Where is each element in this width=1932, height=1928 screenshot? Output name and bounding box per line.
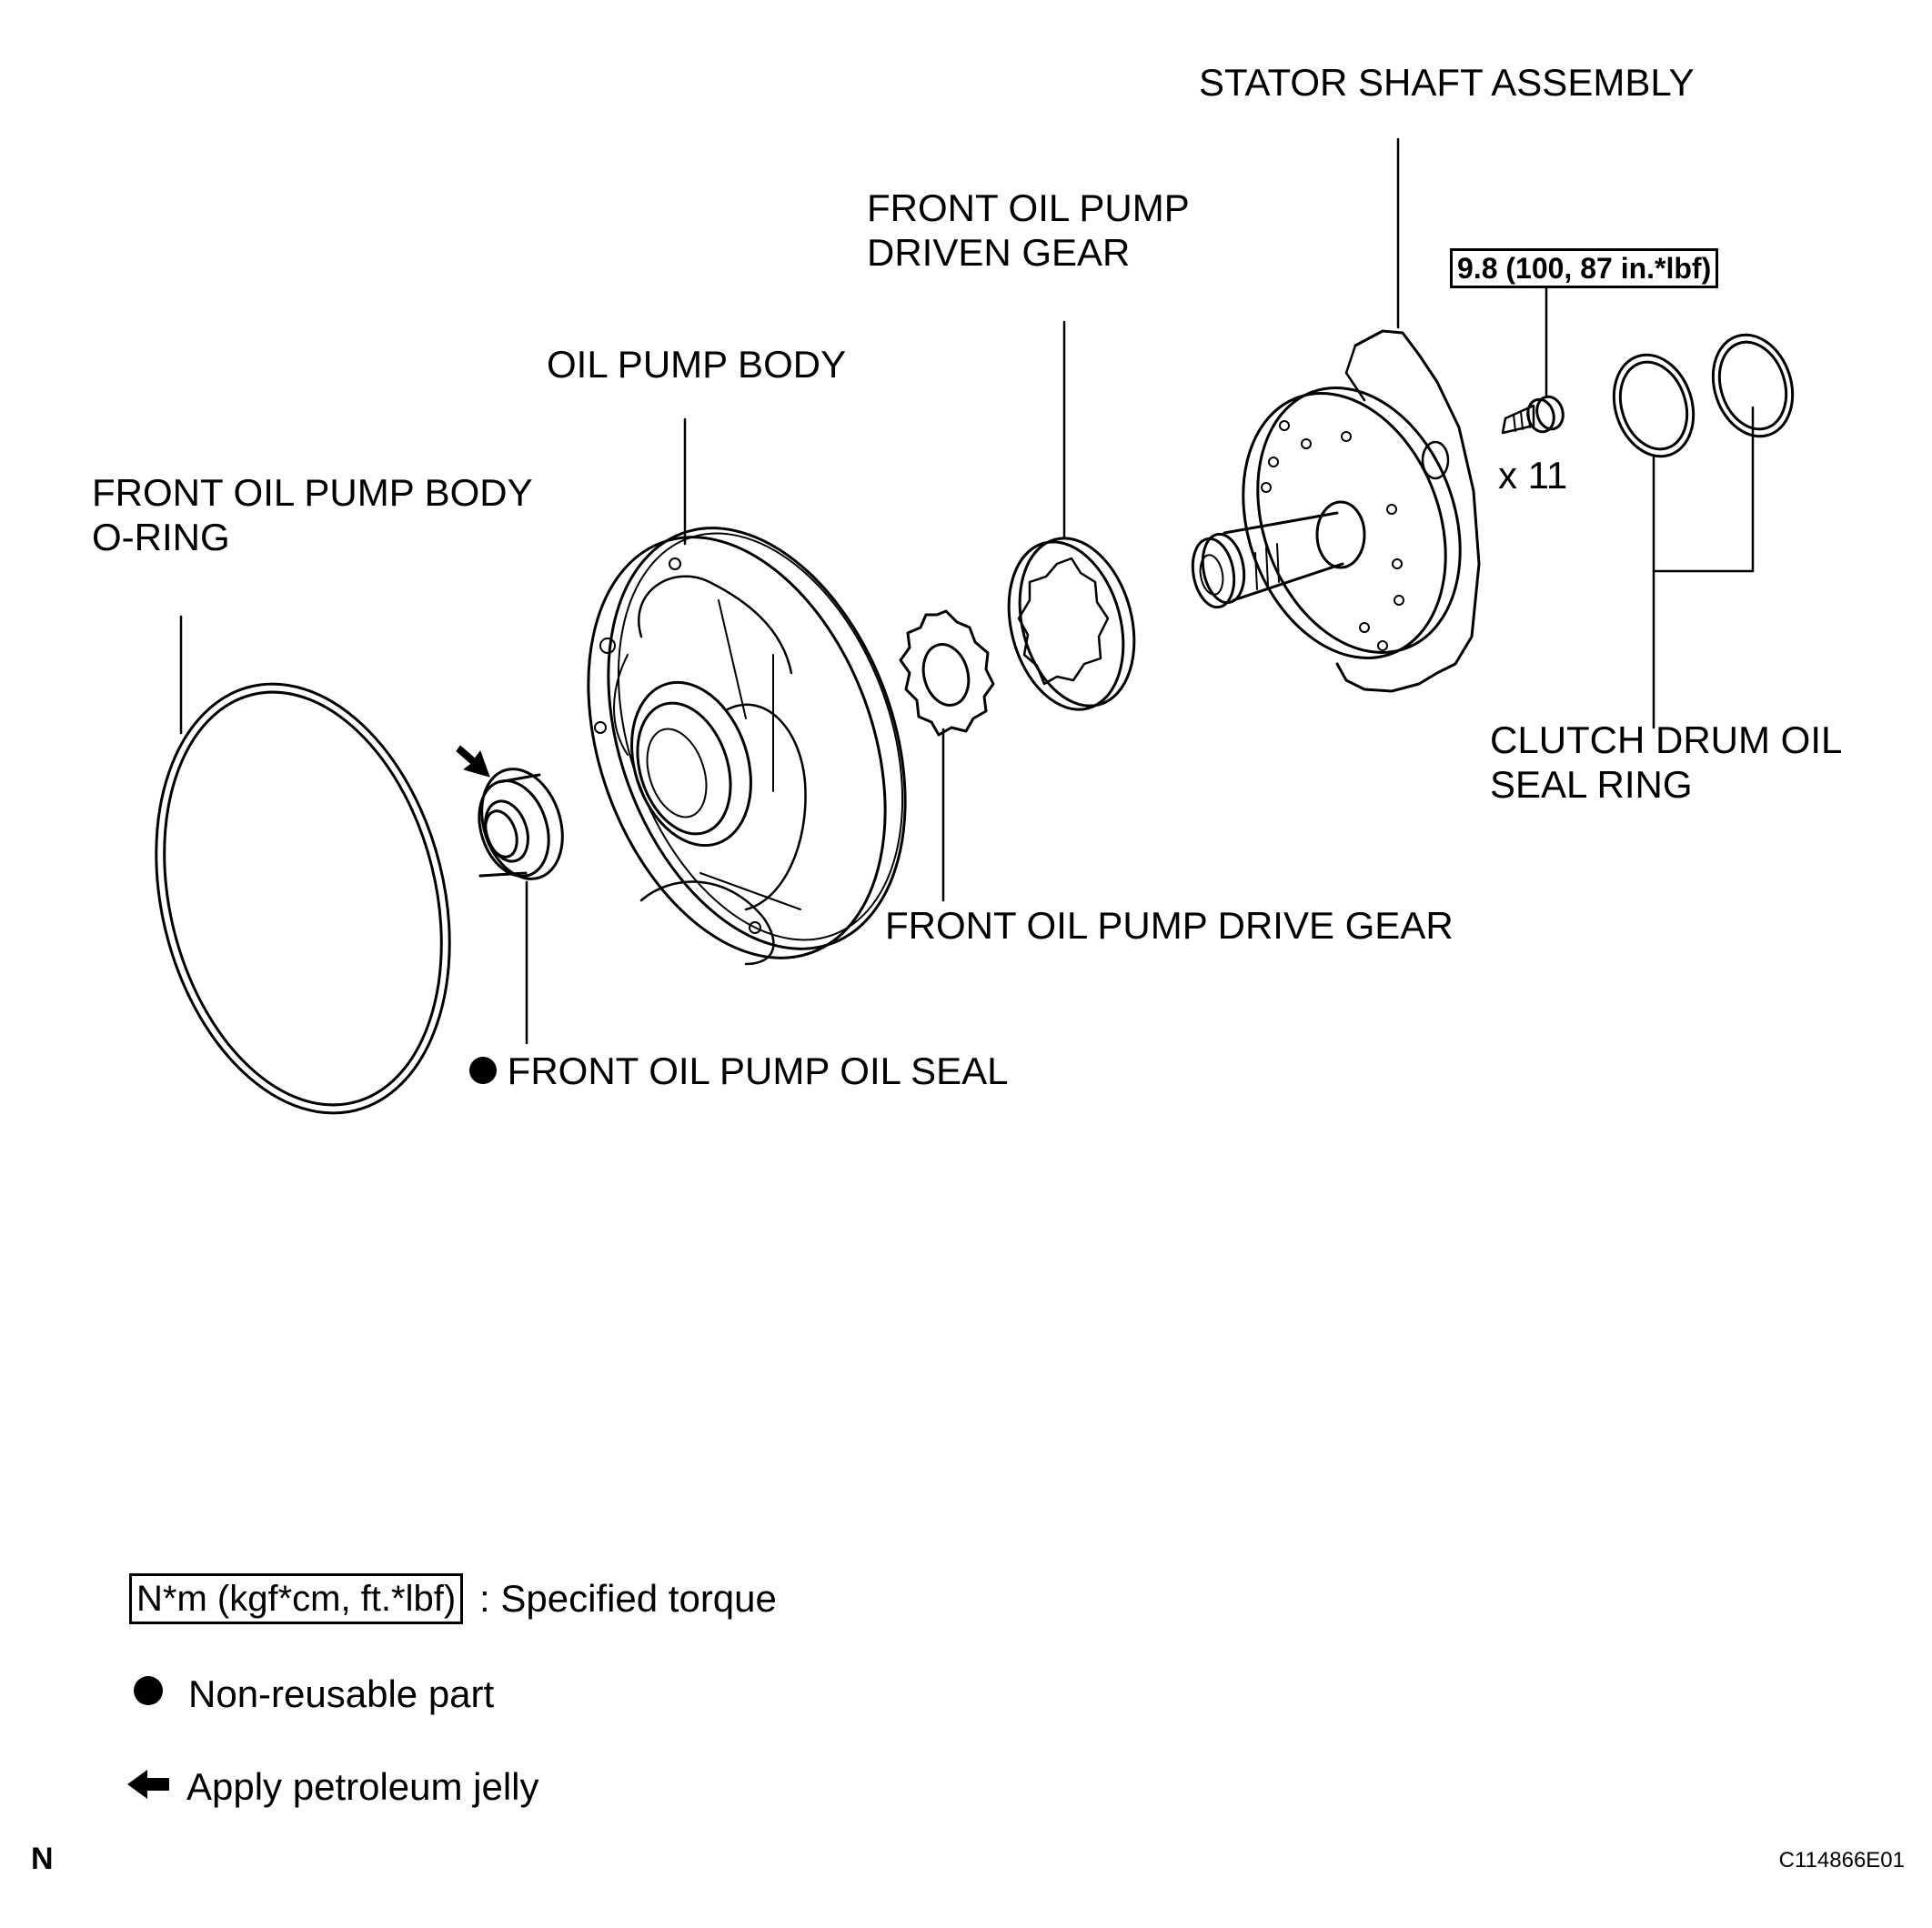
front-oil-pump-body-o-ring [155, 682, 451, 1115]
label-stator-shaft-assembly: STATOR SHAFT ASSEMBLY [1199, 61, 1695, 104]
stator-shaft-assembly [1191, 329, 1481, 693]
solid-dot-icon [469, 1057, 497, 1084]
label-clutch-ring-line1: CLUTCH DRUM OIL [1490, 718, 1843, 761]
legend-torque-units: N*m (kgf*cm, ft.*lbf) [129, 1573, 464, 1624]
clutch-drum-oil-seal-ring [1612, 333, 1795, 458]
arrow-down-right-icon [456, 745, 490, 778]
legend-nonreusable-desc: Non-reusable part [188, 1672, 495, 1715]
label-clutch-ring-line2: SEAL RING [1490, 763, 1693, 806]
bolt [1501, 395, 1565, 435]
label-oil-seal: FRONT OIL PUMP OIL SEAL [469, 1049, 1009, 1093]
front-oil-pump-driven-gear [1007, 537, 1136, 711]
legend-jelly-desc: Apply petroleum jelly [186, 1765, 539, 1808]
solid-dot-icon [134, 1676, 163, 1705]
label-o-ring-line2: O-RING [92, 516, 230, 558]
front-oil-pump-drive-gear [899, 609, 995, 737]
figure-id: C114866E01 [1778, 1848, 1905, 1873]
label-oil-pump-body: OIL PUMP BODY [547, 343, 847, 386]
leader-lines [179, 137, 1755, 1045]
label-o-ring-line1: FRONT OIL PUMP BODY [92, 471, 533, 514]
oil-pump-body [587, 527, 907, 966]
label-oil-seal-text: FRONT OIL PUMP OIL SEAL [507, 1049, 1009, 1092]
view-letter: N [31, 1842, 54, 1876]
bolt-torque-spec: 9.8 (100, 87 in.*lbf) [1450, 248, 1719, 288]
arrow-left-icon [127, 1770, 169, 1799]
front-oil-pump-oil-seal [478, 768, 564, 880]
bolt-quantity: x 11 [1498, 454, 1568, 497]
label-driven-gear-line1: FRONT OIL PUMP [867, 186, 1190, 229]
legend-torque-desc: : Specified torque [479, 1577, 777, 1620]
label-driven-gear-line2: DRIVEN GEAR [867, 231, 1131, 274]
label-drive-gear: FRONT OIL PUMP DRIVE GEAR [885, 904, 1454, 947]
